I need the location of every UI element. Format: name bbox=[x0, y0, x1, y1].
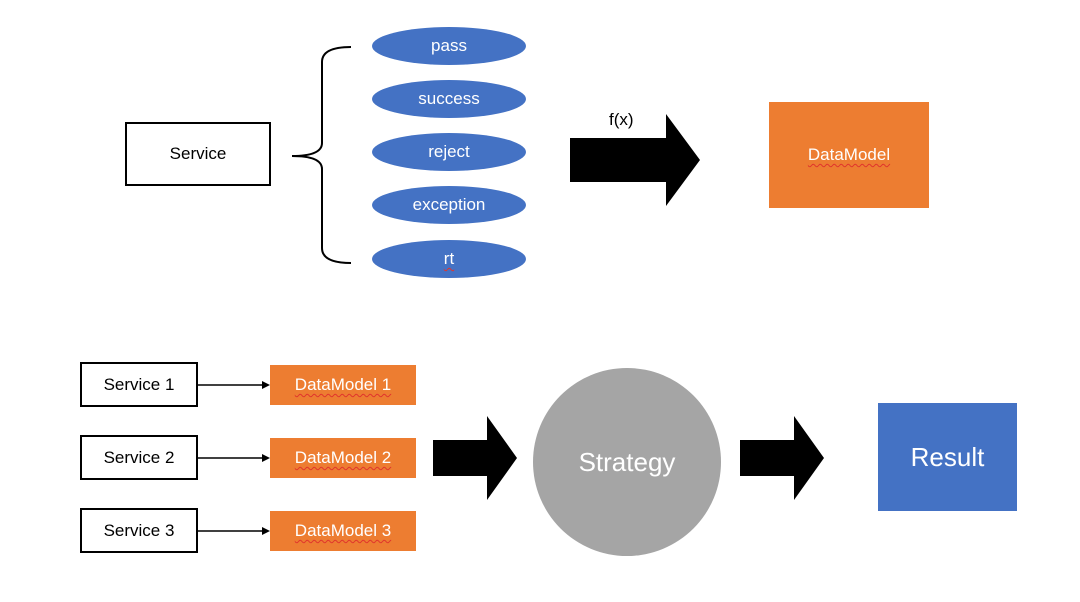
strategy-label: Strategy bbox=[578, 446, 676, 477]
metric-reject: reject bbox=[372, 133, 526, 171]
datamodel-1-box: DataModel 1 bbox=[270, 365, 416, 405]
metric-pass: pass bbox=[372, 27, 526, 65]
service-3-box: Service 3 bbox=[80, 508, 198, 553]
datamodel-2-box: DataModel 2 bbox=[270, 438, 416, 478]
metric-label: rt bbox=[443, 249, 455, 268]
fx-arrow bbox=[570, 114, 700, 206]
metric-exception: exception bbox=[372, 186, 526, 224]
metric-rt: rt bbox=[372, 240, 526, 278]
metric-label: success bbox=[418, 89, 480, 108]
metric-label: pass bbox=[431, 36, 467, 55]
service-label: Service 1 bbox=[103, 374, 175, 394]
metric-label: reject bbox=[428, 142, 470, 161]
datamodel-3-box: DataModel 3 bbox=[270, 511, 416, 551]
function-label: f(x) bbox=[609, 110, 634, 129]
service-label: Service 3 bbox=[103, 520, 175, 540]
grouping-brace bbox=[291, 46, 352, 264]
result-box: Result bbox=[878, 403, 1017, 511]
datamodel-label: DataModel 1 bbox=[294, 375, 392, 394]
metric-label: exception bbox=[412, 195, 486, 214]
to-result-arrow bbox=[740, 416, 824, 500]
strategy-node: Strategy bbox=[533, 368, 721, 556]
service-box: Service bbox=[125, 122, 271, 186]
result-label: Result bbox=[910, 441, 985, 472]
service-1-box: Service 1 bbox=[80, 362, 198, 407]
datamodel-label: DataModel 3 bbox=[294, 521, 392, 540]
datamodel-label: DataModel bbox=[807, 145, 891, 164]
datamodel-box: DataModel bbox=[769, 102, 929, 208]
datamodel-label: DataModel 2 bbox=[294, 448, 392, 467]
service-label: Service 2 bbox=[103, 447, 175, 467]
to-strategy-arrow bbox=[433, 416, 517, 500]
service-label: Service bbox=[169, 144, 227, 163]
metric-success: success bbox=[372, 80, 526, 118]
service-2-box: Service 2 bbox=[80, 435, 198, 480]
service-connectors bbox=[198, 381, 270, 535]
